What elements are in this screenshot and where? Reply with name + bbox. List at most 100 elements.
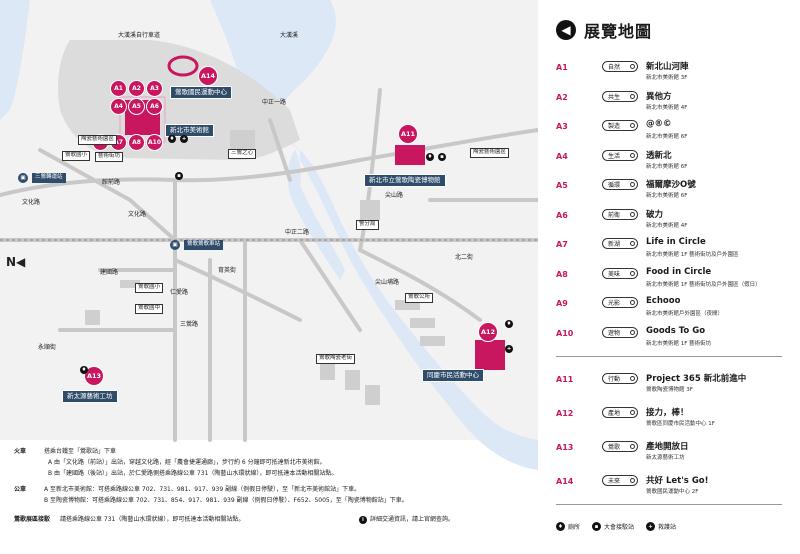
marker-a13[interactable]: A13 xyxy=(84,366,104,386)
toilet-icon: ♦ xyxy=(80,366,88,374)
bus-heading: 公車 xyxy=(14,486,27,493)
marker-a14[interactable]: A14 xyxy=(198,66,218,86)
marker-a2[interactable]: A2 xyxy=(128,80,145,97)
tag-dot-icon xyxy=(630,123,635,128)
exhibit-row[interactable]: A11 行動 Project 365 新北前進中鶯歌陶瓷博物館 3F xyxy=(556,372,786,396)
tag-dot-icon xyxy=(630,376,635,381)
marker-a10[interactable]: A10 xyxy=(146,134,163,151)
legend-firstaid: +救護站 xyxy=(646,522,676,531)
exhibit-name: 產地開放日 xyxy=(646,442,689,452)
exhibit-code: A14 xyxy=(556,477,574,486)
venue-art-museum[interactable]: 新北市美術館 xyxy=(165,124,214,138)
tag-dot-icon xyxy=(630,329,635,335)
legend-firstaid-label: 救護站 xyxy=(658,524,677,531)
exhibit-tag-label: 遊物 xyxy=(608,329,621,337)
exhibit-name: Project 365 新北前進中 xyxy=(646,374,747,384)
back-arrow-icon[interactable]: ◀ xyxy=(556,20,576,40)
tag-dot-icon xyxy=(630,270,635,276)
exhibit-location: 鶯歌陶瓷博物館 3F xyxy=(646,387,693,393)
exhibit-location: 新北市美術館 1F 藝術街坊 xyxy=(646,340,712,347)
exhibit-code: A5 xyxy=(556,181,568,190)
marker-a11[interactable]: A11 xyxy=(398,124,418,144)
bus-line-2: B 至陶瓷博物館：可搭乘路線公車 702、731、854、917、981、939… xyxy=(44,497,408,504)
exhibit-name: Echooo xyxy=(646,296,681,306)
panel-divider xyxy=(556,504,782,505)
exhibit-location: 新北市美術館戶外園區（夜間） xyxy=(646,311,724,317)
station-yingge[interactable]: 鶯歌鶯歌車站 xyxy=(184,240,224,250)
exhibit-code: A9 xyxy=(556,299,568,308)
exhibit-tag: 行動 xyxy=(602,373,638,384)
exhibit-name: @®© xyxy=(646,119,672,129)
map-legend: ♦廁所 ▪大會接駁站 +救護站 xyxy=(556,522,676,531)
train-line-1: 搭乘台鐵至「鶯歌站」下車 xyxy=(44,448,117,455)
marker-a1[interactable]: A1 xyxy=(110,80,127,97)
info-note-text: 詳細交通資訊，請上官網查詢。 xyxy=(370,516,455,523)
exhibit-location: 新北市美術館 1F 藝術街坊及戶外園區（假日） xyxy=(646,281,761,288)
exhibit-tag: 新湖 xyxy=(602,238,638,249)
exhibit-tag: 鶯歌 xyxy=(602,441,638,452)
exhibit-name: 接力，棒！ xyxy=(646,408,689,418)
exhibit-tag: 共生 xyxy=(602,90,638,102)
marker-a6[interactable]: A6 xyxy=(146,98,163,115)
toilet-icon: ♦ xyxy=(505,320,513,328)
venue-sports-center[interactable]: 鶯歌國民運動中心 xyxy=(170,86,232,100)
road-label: 中正一路 xyxy=(262,99,287,106)
place-ceramics-park: 陶瓷藝術園區 xyxy=(470,148,510,158)
exhibit-tag: 未來 xyxy=(602,475,638,486)
marker-a8[interactable]: A8 xyxy=(128,134,145,151)
venue-tongqing-center[interactable]: 同慶市民活動中心 xyxy=(422,369,484,383)
exhibit-location: 鶯歌國民運動中心 2F xyxy=(646,489,699,495)
place-office: 鶯歌公所 xyxy=(405,293,434,303)
tag-dot-icon xyxy=(630,444,635,449)
exhibit-code: A2 xyxy=(556,92,568,102)
north-arrow-icon: N◀ xyxy=(6,255,26,269)
exhibit-code: A12 xyxy=(556,409,574,418)
exhibit-code: A11 xyxy=(556,375,574,384)
exhibit-location: 新太源藝術工坊 xyxy=(646,455,685,461)
exhibit-name: Goods To Go xyxy=(646,325,706,336)
road-label: 尖山路 xyxy=(385,192,404,199)
train-heading: 火車 xyxy=(14,448,27,455)
exhibit-tag: 自然 xyxy=(602,61,638,72)
train-line-2: A 由「文化路（前站）」出站，穿越文化路，經「農會捷運通廊」，步行約 6 分鐘即… xyxy=(48,459,326,466)
marker-a5[interactable]: A5 xyxy=(128,98,145,115)
exhibit-name: 福爾摩沙O號 xyxy=(646,180,696,190)
station-sanying[interactable]: 三鶯轉運站 xyxy=(32,173,66,183)
venue-xintaiyuan[interactable]: 新太源藝術工坊 xyxy=(62,390,118,404)
exhibit-tag-label: 美味 xyxy=(608,270,621,278)
exhibit-tag: 前衛 xyxy=(602,208,638,220)
road-label: 建國路 xyxy=(100,269,119,276)
train-line-3: B 由「建國路（後站）」出站，於仁愛路側搭乘路線公車 731（陶藝山水環狀線），… xyxy=(48,470,338,477)
exhibit-name: 新北山河陣 xyxy=(646,62,689,72)
venue-ceramics-museum[interactable]: 新北市立鶯歌陶瓷博物館 xyxy=(364,174,446,188)
exhibit-tag: 循環 xyxy=(602,179,638,190)
exhibit-tag-label: 循環 xyxy=(608,182,621,189)
road-label: 北二街 xyxy=(455,254,474,261)
place-arts-street: 鶯歌國小 xyxy=(62,151,91,161)
road-label: 大漢溪自行車道 xyxy=(118,32,161,39)
toilet-icon: ♦ xyxy=(426,153,434,161)
marker-a3[interactable]: A3 xyxy=(146,80,163,97)
legend-bus: ▪大會接駁站 xyxy=(592,522,634,531)
marker-a12[interactable]: A12 xyxy=(478,322,498,342)
exhibit-code: A6 xyxy=(556,210,568,220)
tag-dot-icon xyxy=(630,410,635,415)
bus-stop-icon: ▪ xyxy=(592,522,602,531)
exhibition-map: 鶯歌國民運動中心 新北市美術館 新北市立鶯歌陶瓷博物館 同慶市民活動中心 新太源… xyxy=(0,0,538,524)
marker-a4[interactable]: A4 xyxy=(110,98,127,115)
exhibit-tag-label: 未來 xyxy=(608,478,621,485)
